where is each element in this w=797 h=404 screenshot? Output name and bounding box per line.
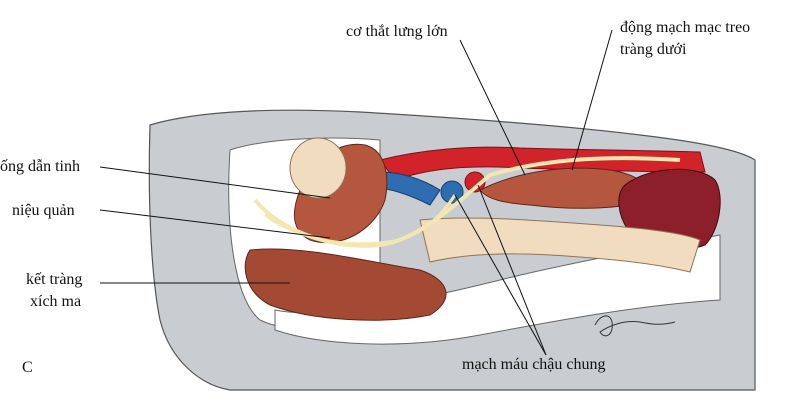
leader-psoas (459, 39, 526, 176)
iliac-artery-cross-section (464, 171, 486, 193)
leader-ureter (99, 209, 331, 239)
spine (419, 217, 701, 273)
bladder (289, 137, 347, 199)
label-ureter: niệu quản (12, 202, 75, 219)
label-inferior-mesenteric-artery-1: động mạch mạc treo (620, 19, 751, 36)
label-psoas-major: cơ thắt lưng lớn (346, 23, 448, 40)
label-inferior-mesenteric-artery-2: tràng dưới (620, 41, 687, 58)
vas-deferens-path (264, 194, 457, 246)
sigmoid-colon (244, 248, 447, 321)
panel-letter: C (22, 359, 33, 376)
label-vas-deferens: ống dẫn tinh (0, 158, 80, 175)
label-common-iliac-vessels: mạch máu chậu chung (462, 356, 606, 373)
label-sigmoid-colon-2: xích ma (30, 293, 82, 310)
leader-iliac-1 (454, 194, 547, 356)
leader-ima (571, 29, 613, 171)
label-sigmoid-colon-1: kết tràng (26, 271, 83, 288)
vein (379, 171, 441, 206)
iliac-vein-cross-section (440, 180, 464, 204)
leader-iliac-2 (477, 184, 547, 356)
artist-signature (594, 315, 676, 337)
leader-vas-deferens (99, 166, 331, 199)
